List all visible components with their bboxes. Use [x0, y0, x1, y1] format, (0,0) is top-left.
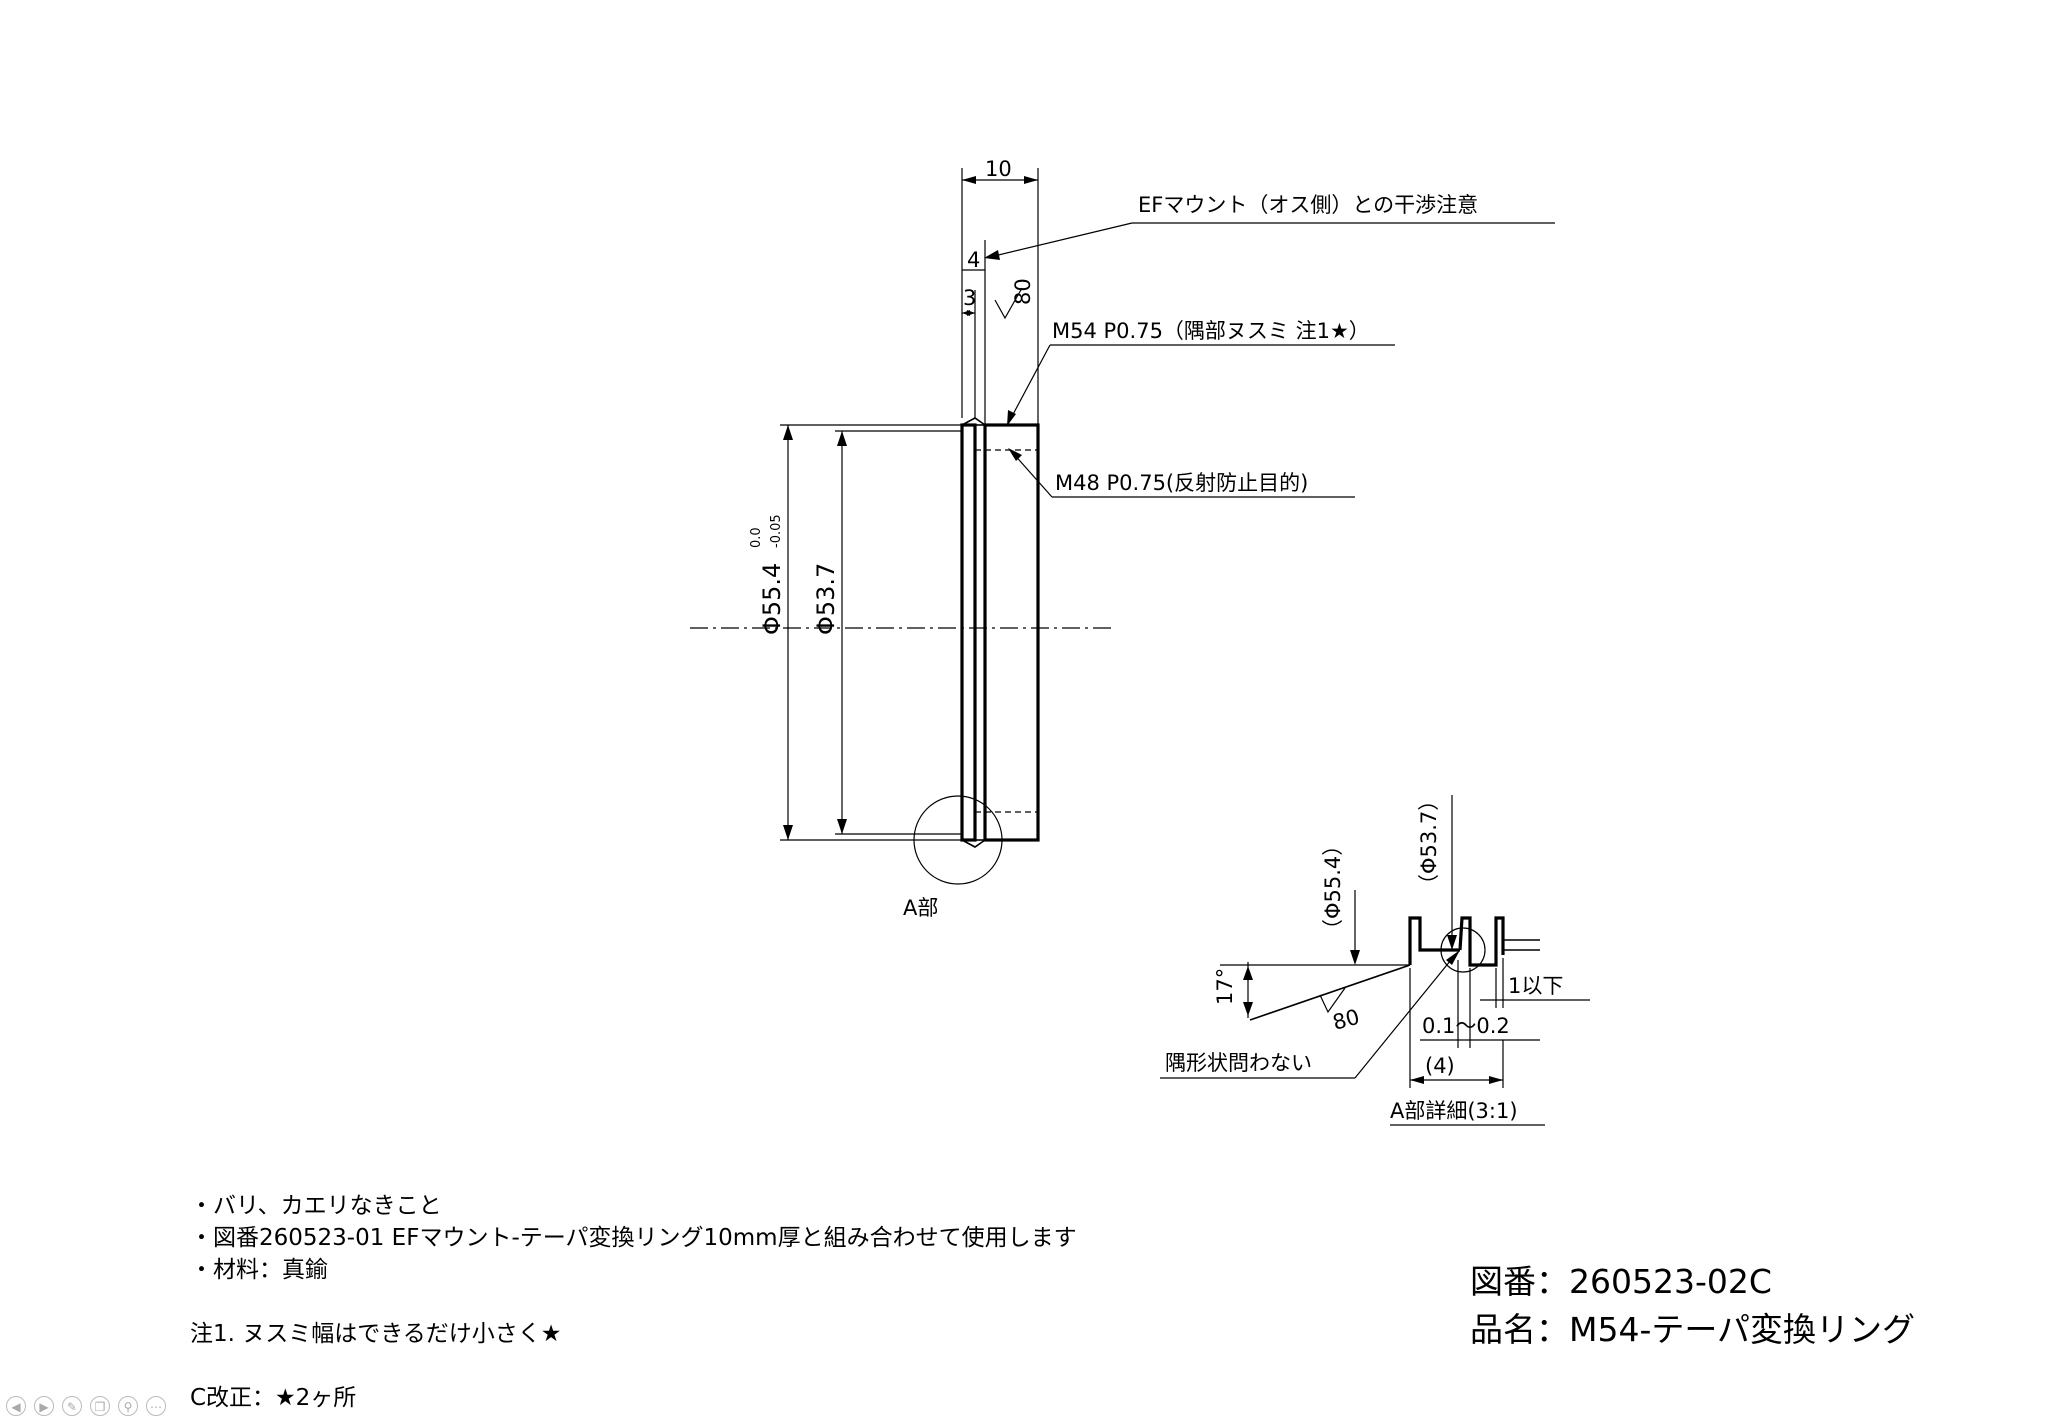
- detail-a-view: （Φ55.4） （Φ53.7） 17° 80 1以下 0.1～0.2 (4): [1160, 790, 1590, 1126]
- arrow-head: [1243, 966, 1253, 980]
- viewer-toolbar: ◀ ▶ ✎ ❐ ⚲ ⋯: [6, 1396, 166, 1416]
- taper-line: [1249, 964, 1411, 1021]
- angle-label: 17°: [1213, 968, 1237, 1005]
- arrow-head: [1008, 448, 1022, 461]
- detail-a-label: A部: [903, 896, 938, 920]
- prev-icon[interactable]: ◀: [6, 1396, 26, 1416]
- note-line-5: C改正：★2ヶ所: [190, 1385, 357, 1411]
- part-name: 品名：M54-テーパ変換リング: [1470, 1310, 1916, 1349]
- detail-title: A部詳細(3:1): [1390, 1099, 1518, 1123]
- arrow-head: [783, 825, 793, 840]
- note-line-2: ・図番260523-01 EFマウント-テーパ変換リング10mm厚と組み合わせて…: [190, 1225, 1077, 1251]
- detail-profile-right: [1458, 916, 1505, 967]
- arrow-head: [962, 176, 976, 184]
- leader-line: [1009, 344, 1051, 421]
- flange-outline: [960, 423, 977, 842]
- detail-small-circle: [1440, 927, 1486, 973]
- arrow-head: [1447, 935, 1457, 950]
- pen-icon[interactable]: ✎: [62, 1396, 82, 1416]
- dim-4-label: 4: [967, 248, 980, 272]
- chamfer-bottom: [961, 839, 986, 848]
- note-line-4: 注1. ヌスミ幅はできるだけ小さく★: [190, 1321, 562, 1347]
- arrow-head: [1024, 176, 1038, 184]
- dim-3-label: 3: [963, 286, 976, 310]
- roughness-label: 80: [1011, 278, 1035, 305]
- arrow-head: [837, 431, 847, 446]
- leader-line: [1354, 954, 1456, 1079]
- dim-10-label: 10: [985, 157, 1012, 181]
- dim-4ref: (4): [1425, 1054, 1455, 1078]
- more-icon[interactable]: ⋯: [146, 1396, 166, 1416]
- ring-body-outline: [983, 423, 1040, 842]
- corner-note: 隅形状問わない: [1165, 1051, 1312, 1075]
- note-line-3: ・材料：真鍮: [190, 1257, 328, 1283]
- detail-dia-537: （Φ53.7）: [1417, 790, 1441, 895]
- arrow-head: [1350, 950, 1360, 965]
- arrow-head: [984, 250, 1000, 260]
- copy-icon[interactable]: ❐: [90, 1396, 110, 1416]
- leader-line: [1011, 451, 1053, 498]
- arrow-head: [1489, 1076, 1503, 1084]
- zoom-icon[interactable]: ⚲: [118, 1396, 138, 1416]
- dim-range: 0.1～0.2: [1422, 1014, 1510, 1038]
- arrow-head: [1446, 950, 1460, 965]
- arrow-head: [1007, 410, 1016, 426]
- arrow-head: [837, 819, 847, 834]
- note-m54: M54 P0.75（隅部ヌスミ 注1★）: [1052, 319, 1370, 343]
- note-line-1: ・バリ、カエリなきこと: [190, 1193, 442, 1219]
- detail-a-circle: [913, 795, 1003, 885]
- detail-roughness: 80: [1330, 1005, 1362, 1035]
- arrow-head: [1410, 1076, 1424, 1084]
- note-m48: M48 P0.75(反射防止目的): [1055, 471, 1308, 495]
- main-view: Φ55.4 0.0 -0.05 Φ53.7 10 4 3 80 EFマウント（オ…: [690, 157, 1555, 920]
- detail-dia-554: （Φ55.4）: [1321, 835, 1345, 940]
- dia-outer-tol-upper: 0.0: [749, 527, 764, 548]
- detail-profile-left: [1408, 916, 1460, 965]
- roughness-symbol: [994, 287, 1023, 320]
- dia-inner-label: Φ53.7: [812, 563, 840, 635]
- leader-line: [989, 222, 1133, 258]
- next-icon[interactable]: ▶: [34, 1396, 54, 1416]
- arrow-head: [967, 310, 975, 316]
- dia-outer-label: Φ55.4: [758, 563, 786, 635]
- arrow-head: [1243, 1002, 1253, 1016]
- dim-1max: 1以下: [1508, 974, 1563, 998]
- arrow-head: [783, 425, 793, 440]
- dia-outer-tol-lower: -0.05: [769, 514, 784, 548]
- roughness-symbol: [1319, 987, 1346, 1014]
- note-ef: EFマウント（オス側）との干渉注意: [1138, 193, 1478, 217]
- drawing-number: 図番：260523-02C: [1470, 1262, 1772, 1301]
